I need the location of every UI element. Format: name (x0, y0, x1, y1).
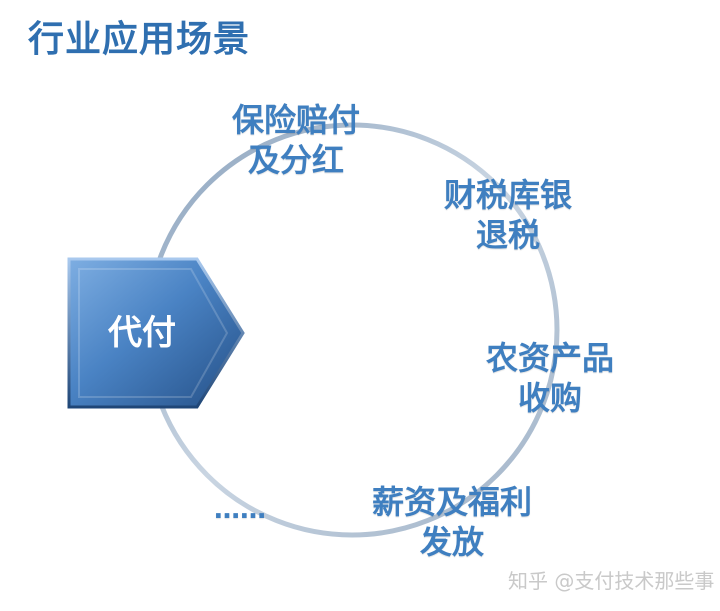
pentagon-arrow-shape (67, 257, 245, 409)
scenario-insurance: 保险赔付 及分红 (232, 100, 360, 180)
scenario-line: 财税库银 (444, 176, 573, 214)
scenario-line: 农资产品 (486, 339, 615, 377)
scenario-payroll: 薪资及福利 发放 (372, 482, 532, 562)
center-node: 代付 (67, 257, 247, 409)
scenario-line: 及分红 (248, 141, 345, 179)
scenario-more: …… (214, 490, 266, 530)
scenario-line: …… (214, 495, 266, 525)
scenario-line: 薪资及福利 (372, 483, 533, 521)
scenario-line: 发放 (420, 523, 485, 561)
center-label: 代付 (108, 313, 176, 353)
scenario-agri-purchase: 农资产品 收购 (486, 338, 614, 418)
watermark: 知乎 @支付技术那些事 (508, 569, 715, 593)
page-title: 行业应用场景 (28, 19, 251, 60)
scenario-line: 退税 (476, 216, 541, 254)
scenario-line: 收购 (518, 379, 583, 417)
scenario-line: 保险赔付 (232, 101, 361, 139)
scenario-tax-refund: 财税库银 退税 (444, 175, 572, 255)
